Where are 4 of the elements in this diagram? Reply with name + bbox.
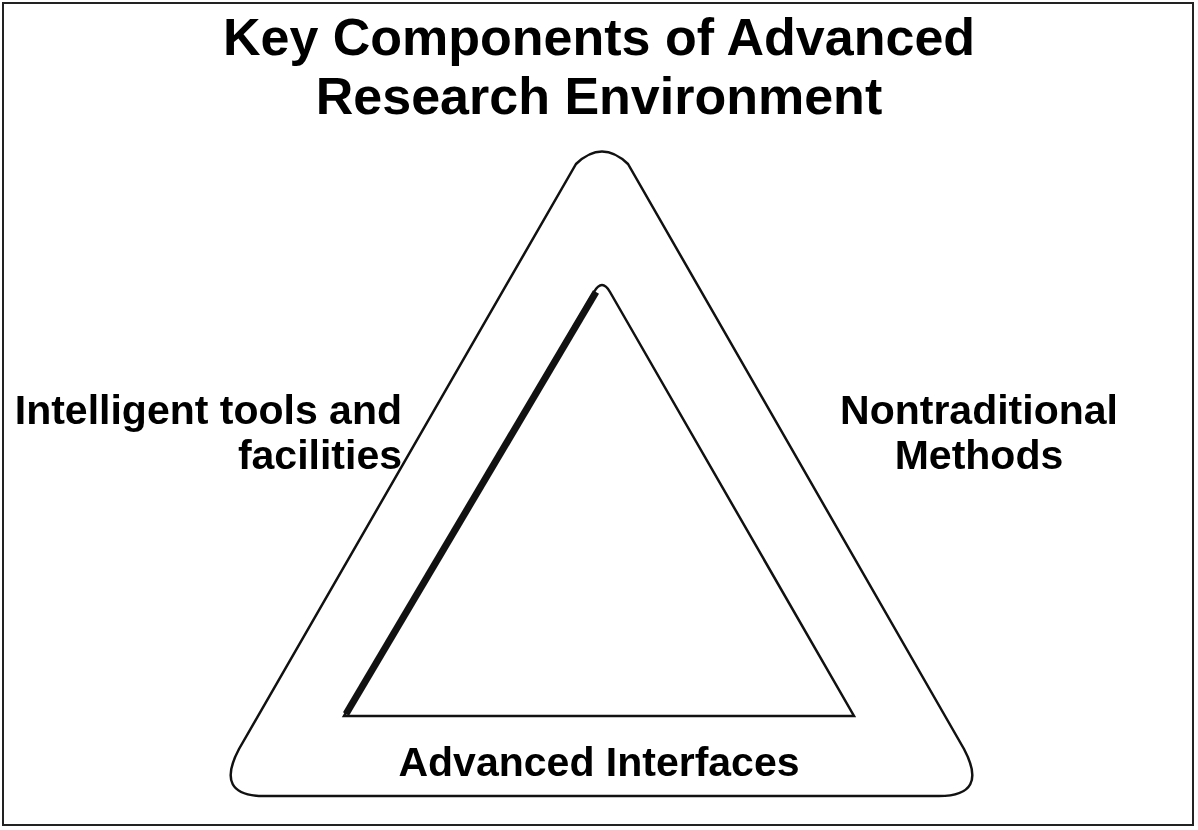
side-label: Nontraditional Methods	[839, 388, 1119, 479]
base-label: Advanced Interfaces	[397, 742, 801, 783]
side-label: Intelligent tools and facilities	[13, 388, 402, 479]
title: Key Components of Advanced Research Environment	[221, 8, 977, 126]
